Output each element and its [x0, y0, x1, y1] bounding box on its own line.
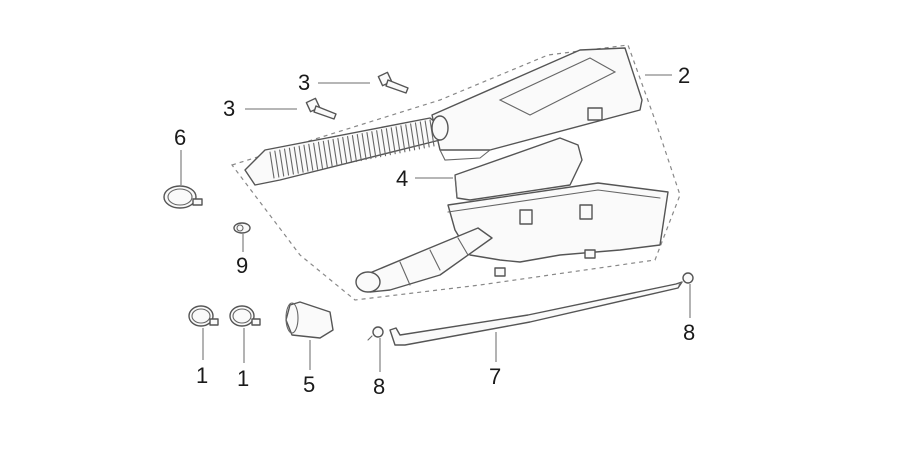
callout-4: 4	[396, 166, 408, 191]
hose-rib	[313, 142, 319, 170]
hose-rib	[327, 139, 333, 167]
flange-bolt-lower	[305, 97, 337, 120]
hose-clamp-small-a	[188, 305, 219, 327]
callout-3b: 3	[223, 96, 235, 121]
hose-rib	[424, 120, 430, 148]
callout-1b: 1	[237, 366, 249, 391]
callout-7: 7	[489, 364, 501, 389]
hose-rib	[400, 125, 406, 153]
hose-rib	[419, 121, 425, 149]
assembly-boundary	[231, 44, 681, 301]
air-cleaner-case	[447, 182, 669, 277]
callout-2: 2	[678, 63, 690, 88]
hose-rib	[395, 126, 401, 154]
hose-rib	[371, 131, 377, 159]
hose-rib	[322, 140, 328, 168]
connecting-tube	[285, 301, 334, 339]
hose-rib	[308, 143, 314, 171]
callout-3a: 3	[298, 70, 310, 95]
callout-5: 5	[303, 372, 315, 397]
callout-8b: 8	[683, 320, 695, 345]
hose-rib	[317, 141, 324, 169]
hose-rib	[385, 128, 391, 156]
air-cleaner-cover	[431, 47, 643, 161]
flange-bolt-upper	[377, 71, 409, 94]
hose-rib	[414, 122, 421, 150]
hose-rib	[356, 133, 362, 162]
hose-rib	[337, 137, 343, 165]
hose-clamp-small-b	[229, 305, 261, 327]
hose-rib	[342, 136, 348, 165]
hose-rib	[380, 129, 387, 157]
drain-hose	[389, 281, 683, 346]
hose-rib	[410, 123, 416, 151]
hose-clamp-large	[163, 185, 203, 209]
hose-rib	[293, 146, 299, 174]
hose-rib	[366, 132, 372, 160]
hose-rib	[347, 135, 353, 164]
hose-rib	[303, 144, 309, 172]
callout-6: 6	[174, 125, 186, 150]
hose-rib	[405, 124, 411, 152]
callout-9: 9	[236, 253, 248, 278]
hose-rib	[390, 127, 396, 155]
hose-rib	[288, 147, 294, 175]
lower-intake-tube	[355, 227, 493, 293]
spring-clip-right	[678, 272, 694, 286]
spring-clip-left	[367, 326, 384, 341]
hose-rib	[376, 130, 382, 158]
callout-1a: 1	[196, 363, 208, 388]
plug	[233, 222, 251, 234]
intake-hose	[244, 115, 449, 186]
hose-rib	[298, 145, 304, 173]
hose-rib	[274, 150, 280, 178]
callout-8a: 8	[373, 374, 385, 399]
hose-rib	[269, 151, 275, 179]
hose-rib	[279, 149, 285, 177]
air-filter-element	[454, 137, 583, 201]
hose-rib	[332, 138, 338, 166]
hose-rib	[283, 148, 290, 176]
hose-rib	[351, 134, 357, 163]
hose-rib	[361, 133, 367, 161]
